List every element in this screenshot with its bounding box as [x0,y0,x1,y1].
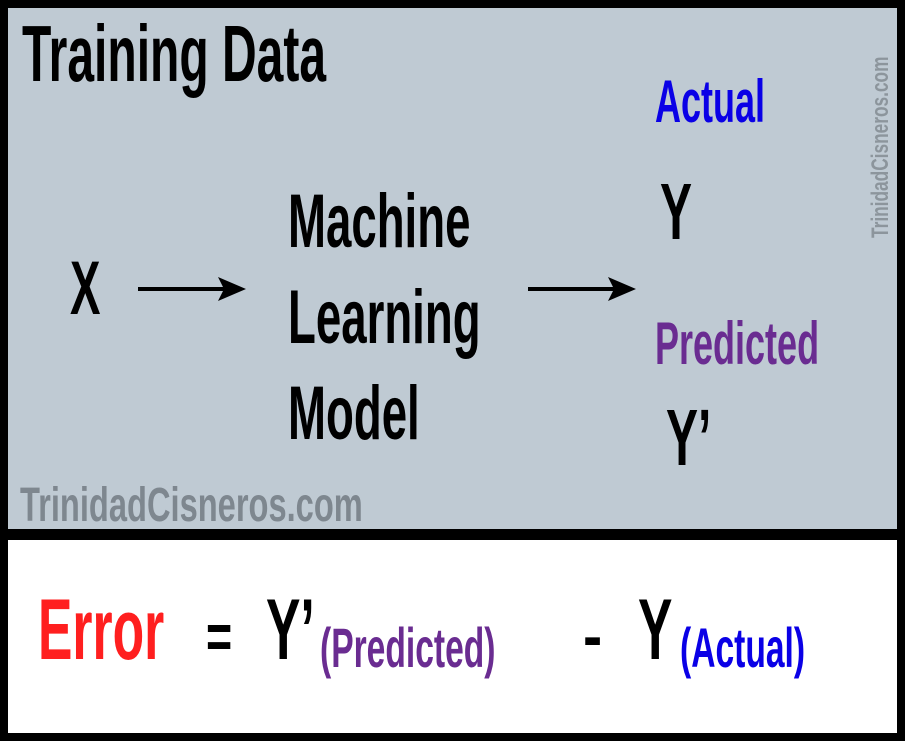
input-x-label: X [70,246,101,331]
ml-model-label: Machine Learning Model [288,174,609,462]
error-equation-panel: Error = Y’ (Predicted) - Y (Actual) [8,540,897,733]
side-watermark-text: TrinidadCisneros.com [867,56,894,238]
model-line-2: Learning [288,275,481,360]
input-arrow [138,277,246,301]
watermark-text: TrinidadCisneros.com [20,479,363,532]
y-prime-term: Y’ [266,582,315,678]
actual-y-value: Y [660,167,693,256]
model-line-1: Machine [288,179,471,264]
minus-sign: - [583,600,603,672]
predicted-y-value: Y’ [666,393,712,482]
y-term: Y [638,582,673,678]
actual-label: Actual [655,68,766,135]
equals-sign: = [206,600,233,672]
model-line-3: Model [288,371,420,456]
predicted-annotation: (Predicted) [320,616,496,679]
predicted-label: Predicted [655,310,820,377]
actual-annotation: (Actual) [680,616,806,679]
output-arrow [528,277,636,301]
training-data-panel: Training Data X Machine Learning Model A… [8,8,897,532]
panel-title: Training Data [22,9,327,98]
error-term: Error [38,582,165,678]
